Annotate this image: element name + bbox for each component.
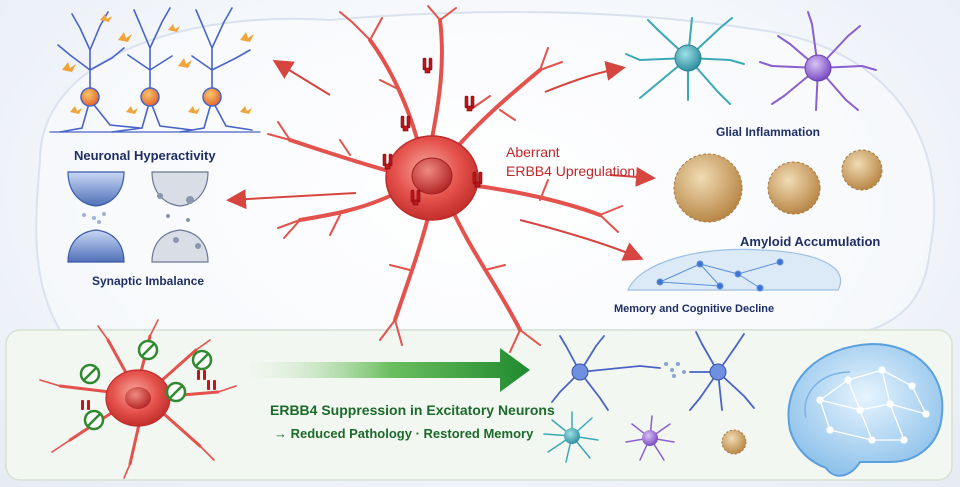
hyperactive-somas — [80, 87, 222, 107]
suppressed-neuron-nucleus — [125, 387, 151, 409]
microglia-body — [804, 54, 832, 82]
synaptic-vesicles — [664, 362, 686, 378]
inhibition-icon — [79, 339, 213, 431]
restored-neuron-soma — [709, 363, 727, 381]
small-plaque — [721, 429, 747, 455]
amyloid-plaques — [673, 149, 883, 223]
hyperactive-neuron-network — [49, 7, 261, 133]
aberrant-neuron-nucleus — [411, 157, 453, 195]
label-outcome: → Reduced Pathology · Restored Memory — [274, 426, 534, 441]
restored-neuron-soma — [571, 363, 589, 381]
label-synaptic-imbalance: Synaptic Imbalance — [92, 274, 205, 288]
label-amyloid-accumulation: Amyloid Accumulation — [740, 234, 881, 249]
restored-neurons — [551, 331, 755, 411]
arrow-icon — [226, 59, 656, 261]
small-microglia-body — [642, 430, 658, 446]
small-microglia — [625, 415, 675, 461]
label-erbb4-suppression: ERBB4 Suppression in Excitatory Neurons — [270, 402, 555, 418]
firing-sparks — [62, 14, 254, 114]
receptor-icon — [382, 57, 483, 206]
label-memory-decline: Memory and Cognitive Decline — [614, 303, 775, 315]
astrocyte-body — [674, 44, 702, 72]
label-glial-inflammation: Glial Inflammation — [716, 125, 821, 139]
synapse-normal — [67, 171, 125, 263]
arrow-icon — [250, 348, 530, 392]
microglia — [759, 11, 877, 111]
memory-network — [656, 258, 784, 292]
label-neuronal-hyperactivity: Neuronal Hyperactivity — [74, 148, 216, 163]
synapse-damaged — [151, 171, 209, 263]
small-astrocyte — [543, 411, 599, 463]
small-astrocyte-body — [564, 428, 580, 444]
brain-icon — [787, 342, 944, 477]
aberrant-neuron — [267, 5, 623, 353]
label-erbb4-upregulation: ERBB4 Upregulation — [506, 163, 636, 179]
astrocyte — [625, 17, 745, 105]
memory-network-blob — [627, 248, 842, 291]
label-aberrant: Aberrant — [506, 144, 560, 160]
receptor-icon — [81, 370, 216, 410]
